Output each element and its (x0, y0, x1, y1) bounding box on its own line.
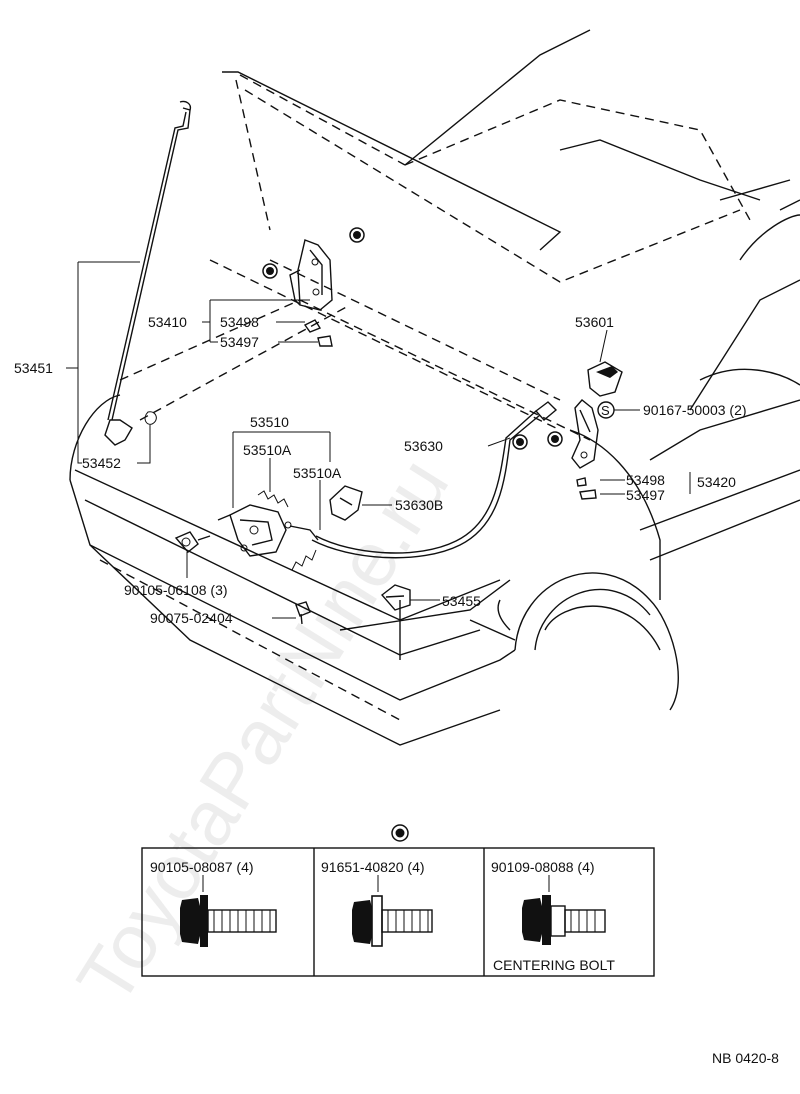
label-53498-right: 53498 (626, 472, 665, 488)
fender-body (569, 214, 800, 600)
label-53510a-1: 53510A (243, 442, 292, 458)
bolt-part-3: 90109-08088 (4) (491, 859, 595, 875)
s-marker-label: S (601, 403, 610, 418)
hood-lock (217, 490, 319, 571)
bolt-part-2: 91651-40820 (4) (321, 859, 425, 875)
label-53420: 53420 (697, 474, 736, 490)
label-90075: 90075-02404 (150, 610, 233, 626)
hood-hinge (289, 239, 333, 311)
hood-support-rod (104, 100, 192, 446)
bolt-table: 90105-08087 (4) 91651-40820 (4) 90109-08… (141, 847, 655, 977)
bolt-part-1: 90105-08087 (4) (150, 859, 254, 875)
lever-cover (587, 361, 623, 397)
label-53630: 53630 (404, 438, 443, 454)
front-wheel (497, 572, 679, 711)
diagram-code: NB 0420-8 (712, 1050, 779, 1066)
hinge-clips (303, 319, 333, 347)
small-fasteners (174, 531, 311, 625)
label-53451: 53451 (14, 360, 53, 376)
label-90105-06108: 90105-06108 (3) (124, 582, 228, 598)
release-lever (571, 399, 599, 500)
label-53510: 53510 (250, 414, 289, 430)
bolt-markers (262, 227, 563, 842)
bolt-cell-1: 90105-08087 (4) (150, 859, 277, 947)
front-body (69, 394, 516, 746)
part-labels: 53451 53452 53410 53498 53497 53510 5351… (14, 314, 747, 626)
label-53497-right: 53497 (626, 487, 665, 503)
label-90167: 90167-50003 (2) (643, 402, 747, 418)
label-53630b: 53630B (395, 497, 443, 513)
label-53455: 53455 (442, 593, 481, 609)
label-53452: 53452 (82, 455, 121, 471)
leader-lines (66, 261, 691, 619)
cable-clamp (329, 485, 363, 521)
bolt-cell-2: 91651-40820 (4) (321, 859, 433, 947)
s-marker: S (597, 401, 615, 419)
bolt-caption-3: CENTERING BOLT (493, 957, 615, 973)
hood-outline (119, 71, 741, 441)
label-53497-left: 53497 (220, 334, 259, 350)
label-53410: 53410 (148, 314, 187, 330)
label-53498-left: 53498 (220, 314, 259, 330)
label-53510a-2: 53510A (293, 465, 342, 481)
cowl-outline (404, 29, 800, 221)
lock-bracket (380, 584, 411, 611)
label-53601: 53601 (575, 314, 614, 330)
bolt-cell-3: 90109-08088 (4) CENTERING BOLT (491, 859, 615, 973)
release-cable (311, 401, 558, 559)
